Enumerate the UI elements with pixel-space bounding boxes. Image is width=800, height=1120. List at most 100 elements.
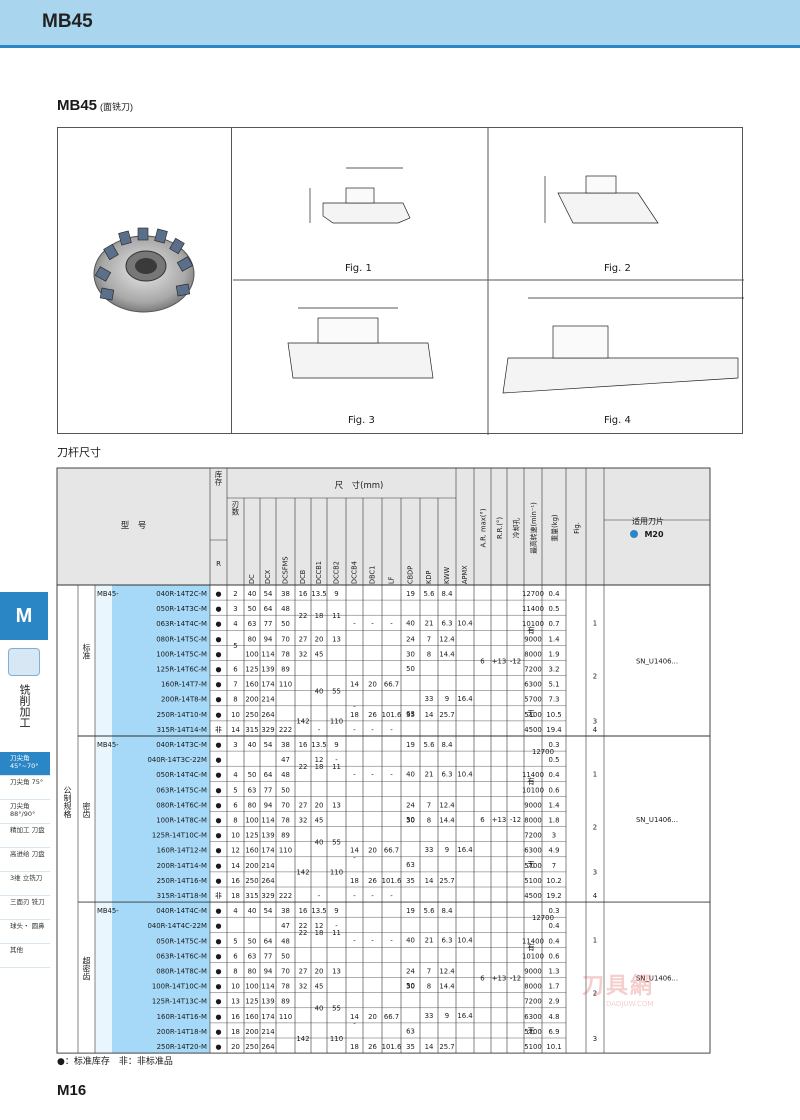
table-cell: 18: [350, 711, 359, 719]
sidebar-nav-item[interactable]: 3维 立铣刀: [0, 872, 50, 896]
model-code: 125R-14T10C-M: [152, 832, 207, 840]
merged-cell: 50: [406, 816, 415, 824]
table-cell: 35: [406, 1043, 415, 1051]
table-cell: 45: [315, 650, 324, 658]
sidebar-nav-item[interactable]: 三面刃 铣刀: [0, 896, 50, 920]
merged-cell: 3: [593, 1035, 597, 1043]
table-cell: ●: [215, 666, 221, 674]
table-cell: 1.9: [549, 650, 560, 658]
model-code: 125R-14T13C-M: [152, 998, 207, 1006]
table-cell: 26: [368, 711, 377, 719]
model-code: 063R-14T5C-M: [156, 786, 207, 794]
sidebar-nav-item[interactable]: 球头・ 圆鼻: [0, 920, 50, 944]
table-cell: 250: [245, 877, 258, 885]
table-cell: -: [335, 756, 338, 764]
table-title: 刀杆尺寸: [57, 446, 101, 459]
merged-cell: 4: [593, 726, 597, 734]
table-cell: 12: [315, 922, 324, 930]
table-cell: 18: [231, 892, 240, 900]
sidebar-nav-item[interactable]: 刀尖角 88°/90°: [0, 800, 50, 824]
table-cell: 8000: [524, 983, 542, 991]
milling-icon: [8, 648, 40, 676]
sidebar-nav-item[interactable]: 高进给 刀盘: [0, 848, 50, 872]
table-cell: 1.8: [549, 817, 560, 825]
table-cell: 6300: [524, 681, 542, 689]
cutter-image: [93, 227, 195, 313]
merged-cell: 40: [406, 771, 415, 779]
merged-cell: 1: [593, 620, 597, 628]
model-code: 250R-14T20-M: [157, 1043, 207, 1051]
table-cell: 4.9: [549, 847, 560, 855]
table-cell: ●: [215, 937, 221, 945]
table-cell: 4: [233, 620, 237, 628]
table-cell: 100: [245, 650, 258, 658]
table-cell: 50: [248, 605, 257, 613]
table-cell: 14: [425, 877, 434, 885]
sidebar-nav-item[interactable]: 刀尖角 45°~70°: [0, 752, 50, 776]
merged-cell: 有: [527, 776, 535, 786]
table-cell: 94: [264, 801, 273, 809]
table-cell: 40: [248, 907, 257, 915]
table-cell: 9000: [524, 635, 542, 643]
table-cell: ●: [215, 711, 221, 719]
table-cell: 94: [264, 968, 273, 976]
table-cell: 50: [281, 786, 290, 794]
section-subtitle: (面铣刀): [100, 102, 134, 112]
table-cell: 38: [281, 907, 290, 915]
table-cell: 24: [406, 968, 415, 976]
table-cell: 125: [245, 666, 258, 674]
merged-cell: 40: [315, 839, 324, 847]
table-cell: 160: [245, 681, 258, 689]
table-cell: 18: [350, 1043, 359, 1051]
table-cell: 4500: [524, 726, 542, 734]
table-cell: 非: [215, 891, 222, 900]
table-cell: ●: [215, 756, 221, 764]
table-cell: 16: [299, 907, 308, 915]
table-cell: 160: [245, 1013, 258, 1021]
merged-cell: 33: [425, 846, 434, 854]
merged-cell: 40: [406, 620, 415, 628]
merged-cell: 16.4: [457, 695, 472, 703]
table-cell: -: [318, 726, 321, 734]
table-cell: 25.7: [439, 711, 454, 719]
table-cell: 0.6: [549, 952, 560, 960]
merged-cell: 6.3: [442, 937, 453, 945]
table-cell: 0.4: [549, 771, 560, 779]
table-cell: ●: [215, 847, 221, 855]
model-code: 040R-14T3C-M: [156, 741, 207, 749]
fig2-label: Fig. 2: [604, 263, 631, 274]
merged-cell: 16.4: [457, 846, 472, 854]
table-cell: 45: [315, 983, 324, 991]
merged-cell: 50: [406, 665, 415, 673]
merged-cell: 55: [332, 839, 341, 847]
table-cell: 16: [299, 741, 308, 749]
table-cell: 1.3: [549, 968, 560, 976]
header-stock: 库存: [214, 469, 223, 486]
sidebar-nav-item[interactable]: 刀尖角 75°: [0, 776, 50, 800]
table-cell: 0.5: [549, 605, 560, 613]
table-cell: 24: [406, 801, 415, 809]
table-cell: 315: [245, 726, 258, 734]
table-cell: 19: [406, 907, 415, 915]
merged-cell: 10.4: [457, 771, 472, 779]
header-insert-grade: M20: [644, 530, 664, 539]
model-code: 063R-14T6C-M: [156, 952, 207, 960]
legend: ●：标准库存 非：非标准品: [57, 1057, 173, 1067]
merged-cell: -: [390, 937, 393, 945]
table-cell: 5: [233, 937, 237, 945]
table-cell: 13.5: [311, 741, 326, 749]
table-cell: 8.4: [442, 907, 453, 915]
table-cell: 12700: [522, 590, 544, 598]
table-cell: 14: [350, 1013, 359, 1021]
table-cell: 0.7: [549, 620, 560, 628]
merged-cell: -: [353, 1020, 356, 1028]
table-cell: -: [390, 892, 393, 900]
sidebar-tab-m[interactable]: M: [0, 592, 48, 640]
sidebar-nav-item[interactable]: 其他: [0, 944, 50, 968]
table-cell: 35: [406, 877, 415, 885]
sidebar-nav: 刀尖角 45°~70°刀尖角 75°刀尖角 88°/90°精加工 刀盘高进给 刀…: [0, 752, 50, 968]
sidebar-nav-item[interactable]: 精加工 刀盘: [0, 824, 50, 848]
table-cell: 12.4: [439, 635, 454, 643]
table-cell: ●: [215, 968, 221, 976]
table-cell: 264: [261, 711, 274, 719]
